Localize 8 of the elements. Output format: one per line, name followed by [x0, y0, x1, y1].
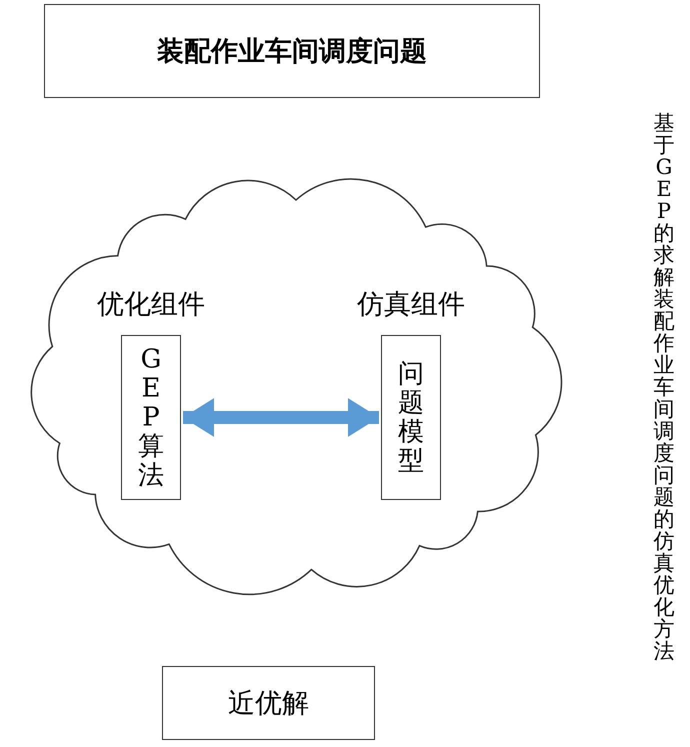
component-name: 问题模型 [397, 360, 425, 476]
result-box: 近优解 [162, 666, 375, 740]
vertical-caption: 基于GEP的求解装配作业车间调度问题的仿真优化方法 [652, 112, 676, 662]
double-arrow [183, 398, 379, 437]
component-name: GEP算法 [137, 345, 165, 490]
component-heading: 优化组件 [97, 288, 205, 322]
title-box: 装配作业车间调度问题 [44, 4, 540, 98]
component-heading: 仿真组件 [357, 288, 465, 322]
